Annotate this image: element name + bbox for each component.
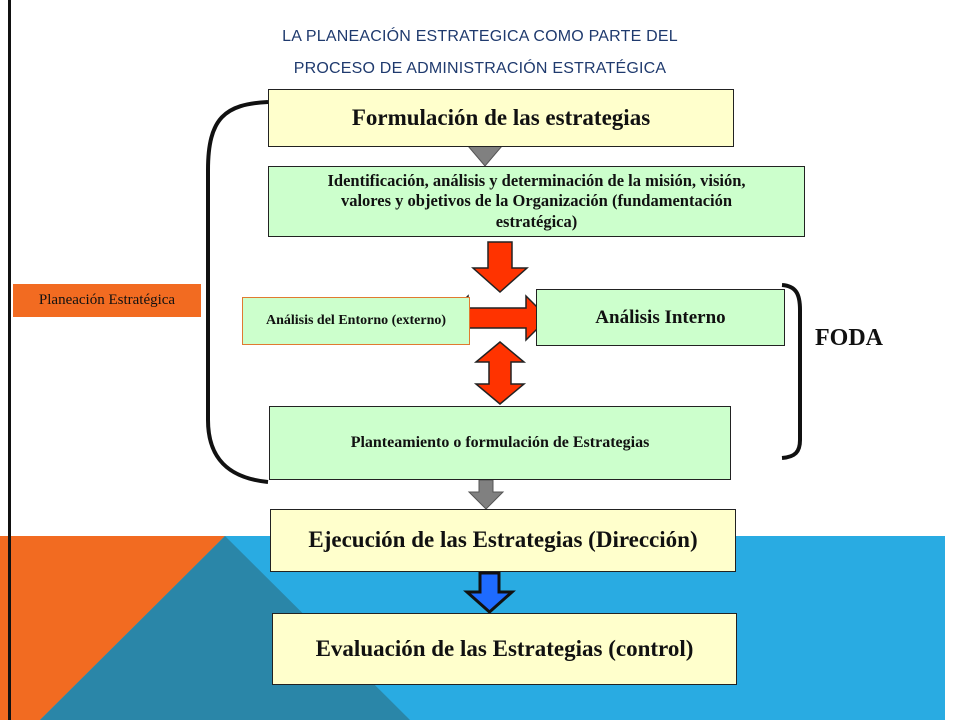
arrow-down-gray-2 — [467, 479, 505, 510]
left-brace — [206, 100, 269, 484]
box-analisis-entorno: Análisis del Entorno (externo) — [242, 297, 470, 345]
left-vertical-line — [8, 0, 11, 720]
label-planeacion-estrategica: Planeación Estratégica — [13, 284, 201, 317]
box-formulacion: Formulación de las estrategias — [268, 89, 734, 147]
box-evaluacion: Evaluación de las Estrategias (control) — [272, 613, 737, 685]
label-foda: FODA — [815, 325, 883, 351]
box-identificacion: Identificación, análisis y determinación… — [268, 166, 805, 237]
arrow-double-vertical-red — [473, 341, 527, 405]
orange-triangle — [0, 536, 225, 720]
arrow-down-blue — [463, 571, 516, 615]
right-edge-strip — [945, 536, 960, 720]
box-analisis-interno: Análisis Interno — [536, 289, 785, 346]
right-brace-foda — [781, 283, 802, 460]
box-ejecucion: Ejecución de las Estrategias (Dirección) — [270, 509, 736, 572]
box-planteamiento: Planteamiento o formulación de Estrategi… — [269, 406, 731, 480]
title-line-1: LA PLANEACIÓN ESTRATEGICA COMO PARTE DEL — [282, 28, 678, 45]
arrow-down-red — [471, 241, 529, 294]
title-line-2: PROCESO DE ADMINISTRACIÓN ESTRATÉGICA — [293, 60, 667, 77]
